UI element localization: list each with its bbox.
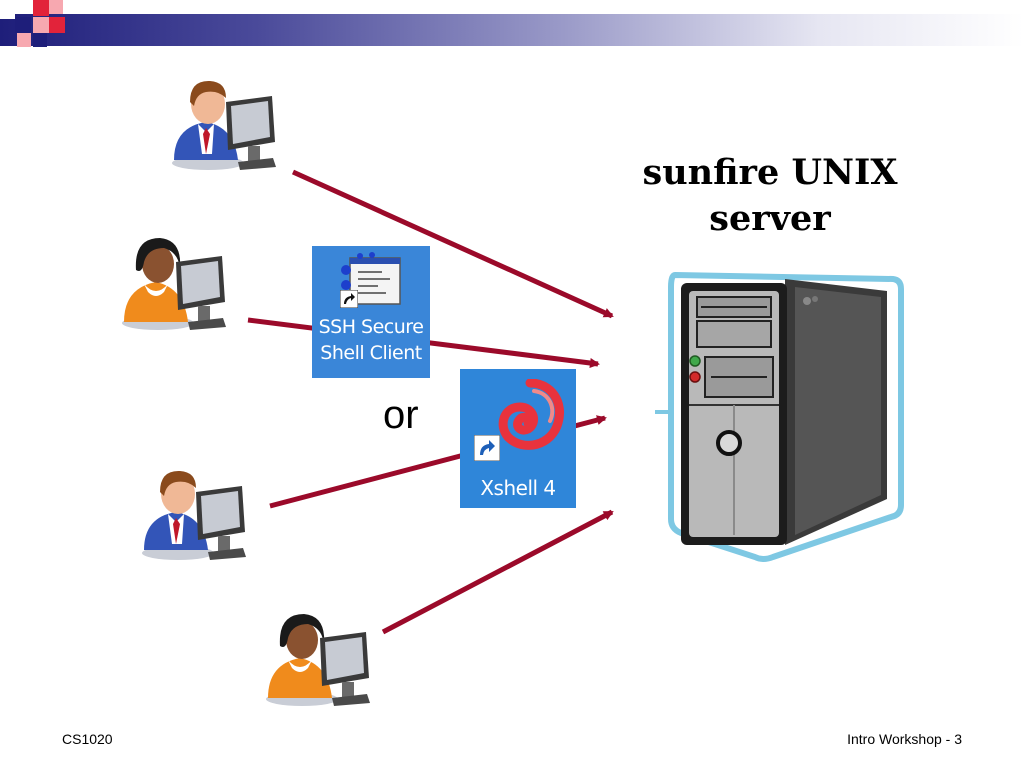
arrow-user1 [291, 169, 614, 319]
ssh-label-line2: Shell Client [320, 342, 422, 364]
server-title-line1: sunfire UNIX [642, 152, 898, 193]
slide-logo-icon [0, 0, 65, 47]
server-title-line2: server [709, 198, 831, 239]
ssh-client-icon [341, 252, 401, 305]
ssh-client-shortcut[interactable]: SSH Secure Shell Client [312, 246, 430, 378]
xshell-label: Xshell 4 [480, 476, 556, 500]
user-icon [266, 614, 370, 706]
xshell-swirl-icon [498, 379, 564, 450]
user-icon [142, 470, 246, 560]
user-icon [122, 238, 226, 330]
shortcut-arrow-icon [474, 435, 500, 461]
ssh-label-line1: SSH Secure [318, 316, 424, 338]
user-icon [172, 80, 276, 170]
server-title: sunfire UNIX server [610, 150, 930, 242]
footer-page: Intro Workshop - 3 [847, 731, 962, 747]
shortcut-arrow-icon [340, 290, 358, 308]
or-label: or [383, 393, 419, 437]
arrow-user4 [381, 509, 614, 635]
server-tower-icon [655, 271, 904, 562]
footer-course: CS1020 [62, 731, 113, 747]
header-gradient-bar [0, 14, 1024, 46]
xshell-shortcut[interactable]: Xshell 4 [460, 369, 576, 508]
